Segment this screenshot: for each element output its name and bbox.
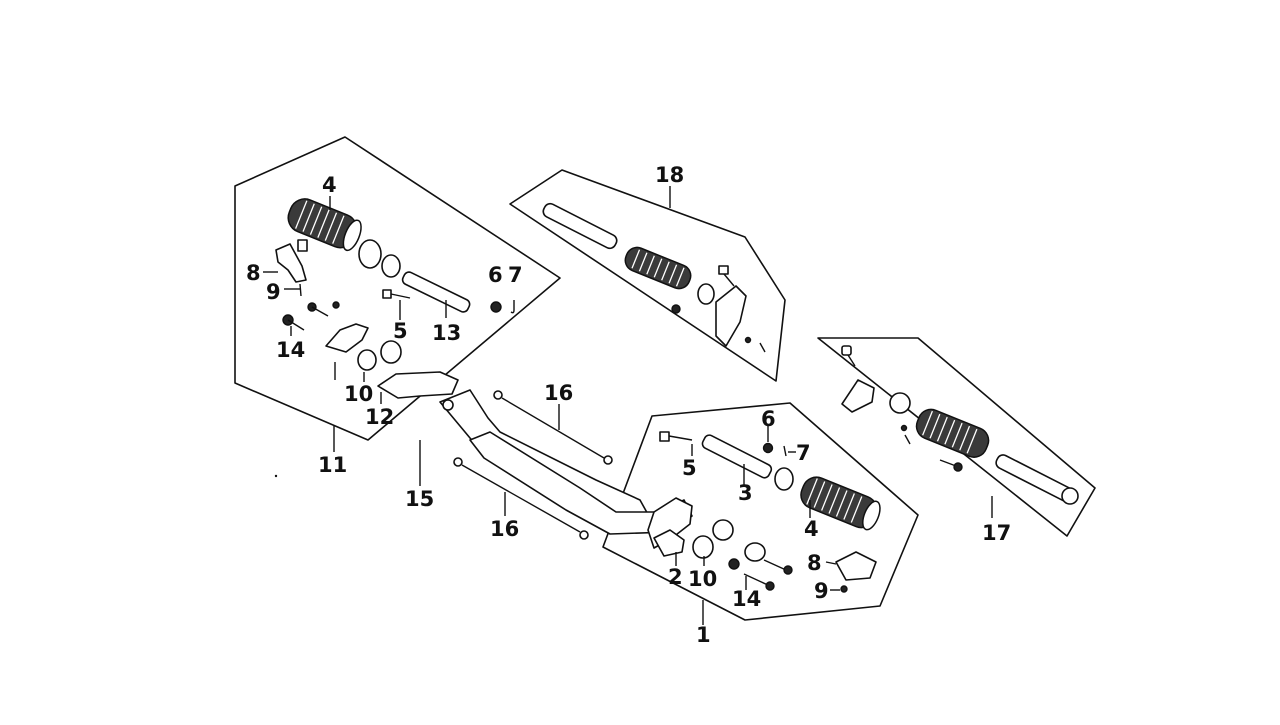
left-mount-plate (325, 323, 369, 353)
callout-5-right: 5 (682, 456, 697, 480)
callout-11: 11 (318, 453, 347, 477)
callout-12: 12 (365, 405, 394, 429)
leader-lines (263, 186, 993, 625)
right-bolt-short (763, 559, 793, 575)
left-bolt-5 (382, 289, 411, 299)
callout-15: 15 (405, 487, 434, 511)
right-bolt-14 (743, 573, 775, 591)
right-mount-block (653, 529, 685, 557)
callout-18: 18 (655, 163, 684, 187)
callout-16-bottom: 16 (490, 517, 519, 541)
bolt-18 (718, 265, 735, 287)
callout-labels: 4 8 9 14 6 7 5 13 10 12 11 15 16 16 18 1… (246, 163, 1011, 647)
right-nut-small (728, 558, 740, 570)
left-pivot-pin (401, 271, 471, 313)
callout-8-left: 8 (246, 261, 261, 285)
right-spring-nut (840, 585, 848, 593)
left-bushing-a (357, 349, 377, 371)
left-nut (490, 301, 502, 313)
group-outline-17 (817, 337, 1096, 537)
left-bushing-b (380, 340, 402, 364)
pivot-shaft-18 (542, 202, 618, 250)
right-cotter-pin (783, 445, 787, 457)
callout-14-right: 14 (732, 587, 761, 611)
small-nut-18 (744, 336, 752, 344)
callout-13: 13 (432, 321, 461, 345)
washer-18 (697, 283, 715, 305)
nut-18 (671, 304, 681, 314)
callout-9-right: 9 (814, 579, 829, 603)
washer-17 (889, 392, 911, 414)
callout-4-right: 4 (804, 517, 819, 541)
footpeg-assembly-17 (841, 345, 1079, 505)
footpeg-assembly-18 (542, 202, 766, 353)
callout-9-left: 9 (266, 280, 281, 304)
callout-17: 17 (982, 521, 1011, 545)
right-bushing-b (712, 519, 734, 541)
bracket-17 (841, 379, 875, 413)
group-outline-11 (234, 136, 561, 441)
callout-8-right: 8 (807, 551, 822, 575)
right-bracket (835, 551, 877, 581)
right-bolt-5 (659, 431, 693, 442)
speck-mark (274, 474, 278, 478)
grip-18 (624, 246, 692, 290)
right-nut (762, 442, 774, 454)
callout-3: 3 (738, 481, 753, 505)
callout-6-right: 6 (761, 407, 776, 431)
callout-4-left: 4 (322, 173, 337, 197)
group-outline-1 (602, 402, 919, 621)
callout-10-left: 10 (344, 382, 373, 406)
cotter-17 (904, 434, 911, 445)
nut-17 (900, 424, 908, 432)
bolt-17-lower (939, 459, 963, 472)
footrest-bar-frame (439, 389, 693, 549)
right-washer (774, 467, 794, 491)
callout-7-right: 7 (796, 441, 811, 465)
right-collar (744, 542, 766, 562)
callout-1: 1 (696, 623, 711, 647)
rod-16-lower (453, 457, 589, 540)
bracket-18 (715, 285, 747, 347)
right-footpeg-assembly (653, 431, 881, 593)
left-footpeg-grip (287, 198, 362, 252)
left-cap (297, 239, 308, 252)
left-arm-bracket (377, 371, 459, 399)
left-bolt-small (307, 301, 340, 317)
left-washer (358, 239, 382, 269)
left-cotter-pin (510, 300, 515, 314)
callout-2: 2 (668, 565, 683, 589)
left-collar (381, 254, 401, 278)
bolt-17 (841, 345, 856, 367)
left-bracket (275, 243, 307, 283)
callout-5-left: 5 (393, 319, 408, 343)
left-footpeg-assembly (275, 198, 515, 399)
cotter-18 (759, 342, 766, 353)
callout-14-left: 14 (276, 338, 305, 362)
rod-16-upper (493, 390, 613, 465)
left-spring (299, 283, 302, 297)
callout-10-right: 10 (688, 567, 717, 591)
grip-17 (915, 408, 990, 458)
group-outline-18 (509, 169, 786, 382)
callout-7-left: 7 (508, 263, 523, 287)
frame-mount-hole (442, 399, 454, 411)
callout-16-top: 16 (544, 381, 573, 405)
frame-upper-arm (439, 389, 651, 527)
callout-6-left: 6 (488, 263, 503, 287)
right-footpeg-grip (800, 476, 881, 531)
shaft-end-17 (1061, 487, 1079, 505)
left-bolt-14 (282, 314, 305, 331)
right-bushing-a (692, 535, 714, 559)
right-pivot-pin (701, 434, 773, 479)
